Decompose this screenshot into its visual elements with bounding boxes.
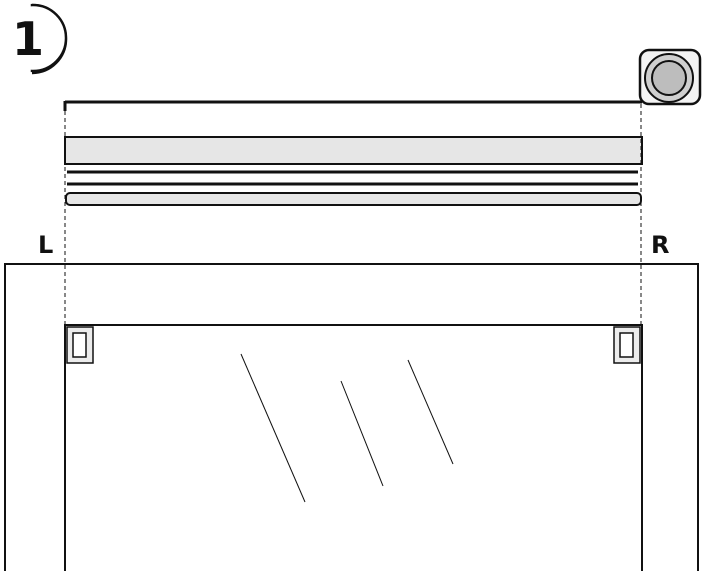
headrail [64, 136, 643, 165]
step-badge: 1 [0, 3, 68, 75]
tape-measure-assembly [63, 48, 702, 111]
right-bracket [613, 326, 641, 364]
left-bracket [66, 326, 94, 364]
step-number: 1 [12, 12, 44, 66]
blind-components [64, 136, 643, 206]
bottom-rail [65, 192, 642, 206]
window [4, 263, 699, 571]
left-label: L [38, 231, 53, 259]
right-label: R [651, 231, 669, 259]
alignment-guides [64, 104, 642, 325]
window-glass-pane [64, 324, 643, 571]
glass-reflections [240, 353, 454, 503]
tape-measure-icon [638, 48, 702, 106]
window-outer-frame [4, 263, 699, 571]
